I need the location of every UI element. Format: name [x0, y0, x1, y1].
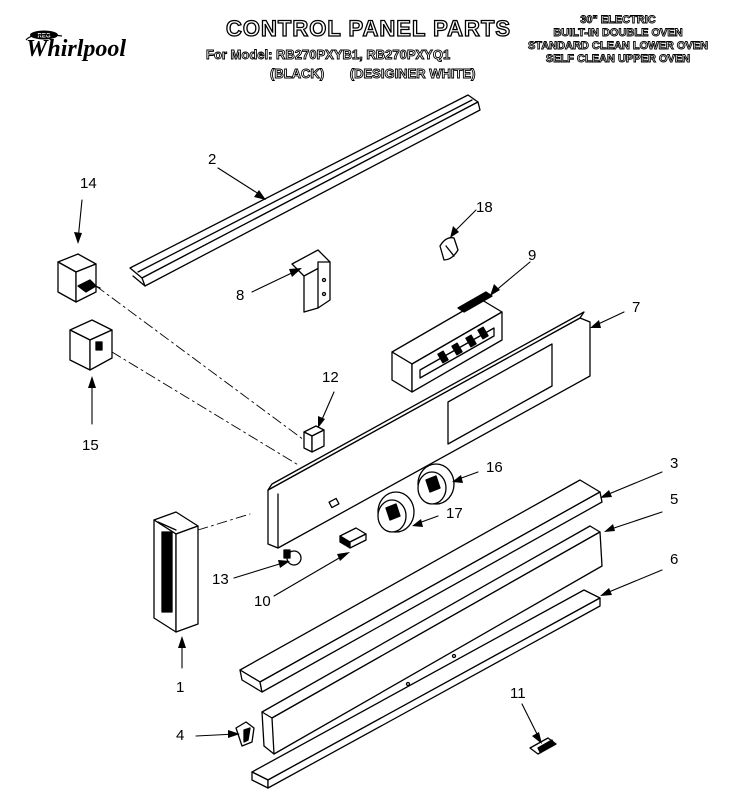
svg-text:REG: REG: [37, 34, 50, 40]
part-6-channel: [252, 590, 600, 788]
part-13-bulb: [284, 550, 301, 565]
description-line: BUILT-IN DOUBLE OVEN: [553, 27, 683, 40]
part-10-switch: [340, 528, 366, 548]
part-16-knob: [418, 464, 454, 504]
callout-14: 14: [80, 175, 97, 192]
callout-6: 6: [670, 551, 679, 568]
callout-4: 4: [176, 727, 185, 744]
description-line: 30" ELECTRIC: [580, 14, 656, 27]
callout-8: 8: [236, 287, 245, 304]
callout-2: 2: [208, 151, 217, 168]
alignment-lines: [96, 286, 304, 530]
part-17-knob: [378, 492, 414, 532]
whirlpool-logo: REG Whirlpool: [22, 28, 152, 73]
part-9-electronic-control: [392, 292, 502, 392]
part-14-switch: [58, 254, 100, 302]
part-18-clip: [440, 238, 458, 260]
model-numbers: For Model: RB270PXYB1, RB270PXYQ1: [206, 47, 451, 63]
logo-mark: REG: [22, 30, 152, 68]
product-description: 30" ELECTRIC BUILT-IN DOUBLE OVEN STANDA…: [518, 14, 718, 66]
callout-16: 16: [486, 459, 503, 476]
part-3-trim: [240, 480, 602, 692]
part-5-trim: [262, 526, 602, 754]
part-11-clip: [530, 738, 556, 754]
callout-15: 15: [82, 437, 99, 454]
callout-9: 9: [528, 247, 537, 264]
callout-12: 12: [322, 369, 339, 386]
callout-5: 5: [670, 491, 679, 508]
brand-name: Whirlpool: [26, 36, 127, 62]
callout-11: 11: [510, 685, 526, 702]
page-title: CONTROL PANEL PARTS: [225, 15, 512, 41]
part-2-top-trim: [130, 95, 480, 286]
part-1-end-cap: [154, 512, 198, 632]
callout-3: 3: [670, 455, 679, 472]
part-12-relay: [304, 426, 324, 452]
part-4-clip: [236, 722, 254, 746]
callout-7: 7: [632, 299, 641, 316]
description-line: SELF CLEAN UPPER OVEN: [545, 53, 691, 66]
callout-18: 18: [476, 199, 493, 216]
description-line: STANDARD CLEAN LOWER OVEN: [527, 40, 709, 53]
callout-17: 17: [446, 505, 463, 522]
part-15-switch: [70, 320, 112, 370]
variant-black: (BLACK): [270, 66, 325, 82]
part-8-bracket: [292, 250, 330, 312]
part-7-control-panel: [268, 312, 590, 548]
arrowheads: [74, 190, 615, 744]
callout-10: 10: [254, 593, 271, 610]
callout-13: 13: [212, 571, 229, 588]
color-variants: (BLACK) (DESIGINER WHITE): [270, 66, 497, 82]
callout-1: 1: [176, 679, 185, 696]
variant-white: (DESIGINER WHITE): [349, 66, 476, 82]
